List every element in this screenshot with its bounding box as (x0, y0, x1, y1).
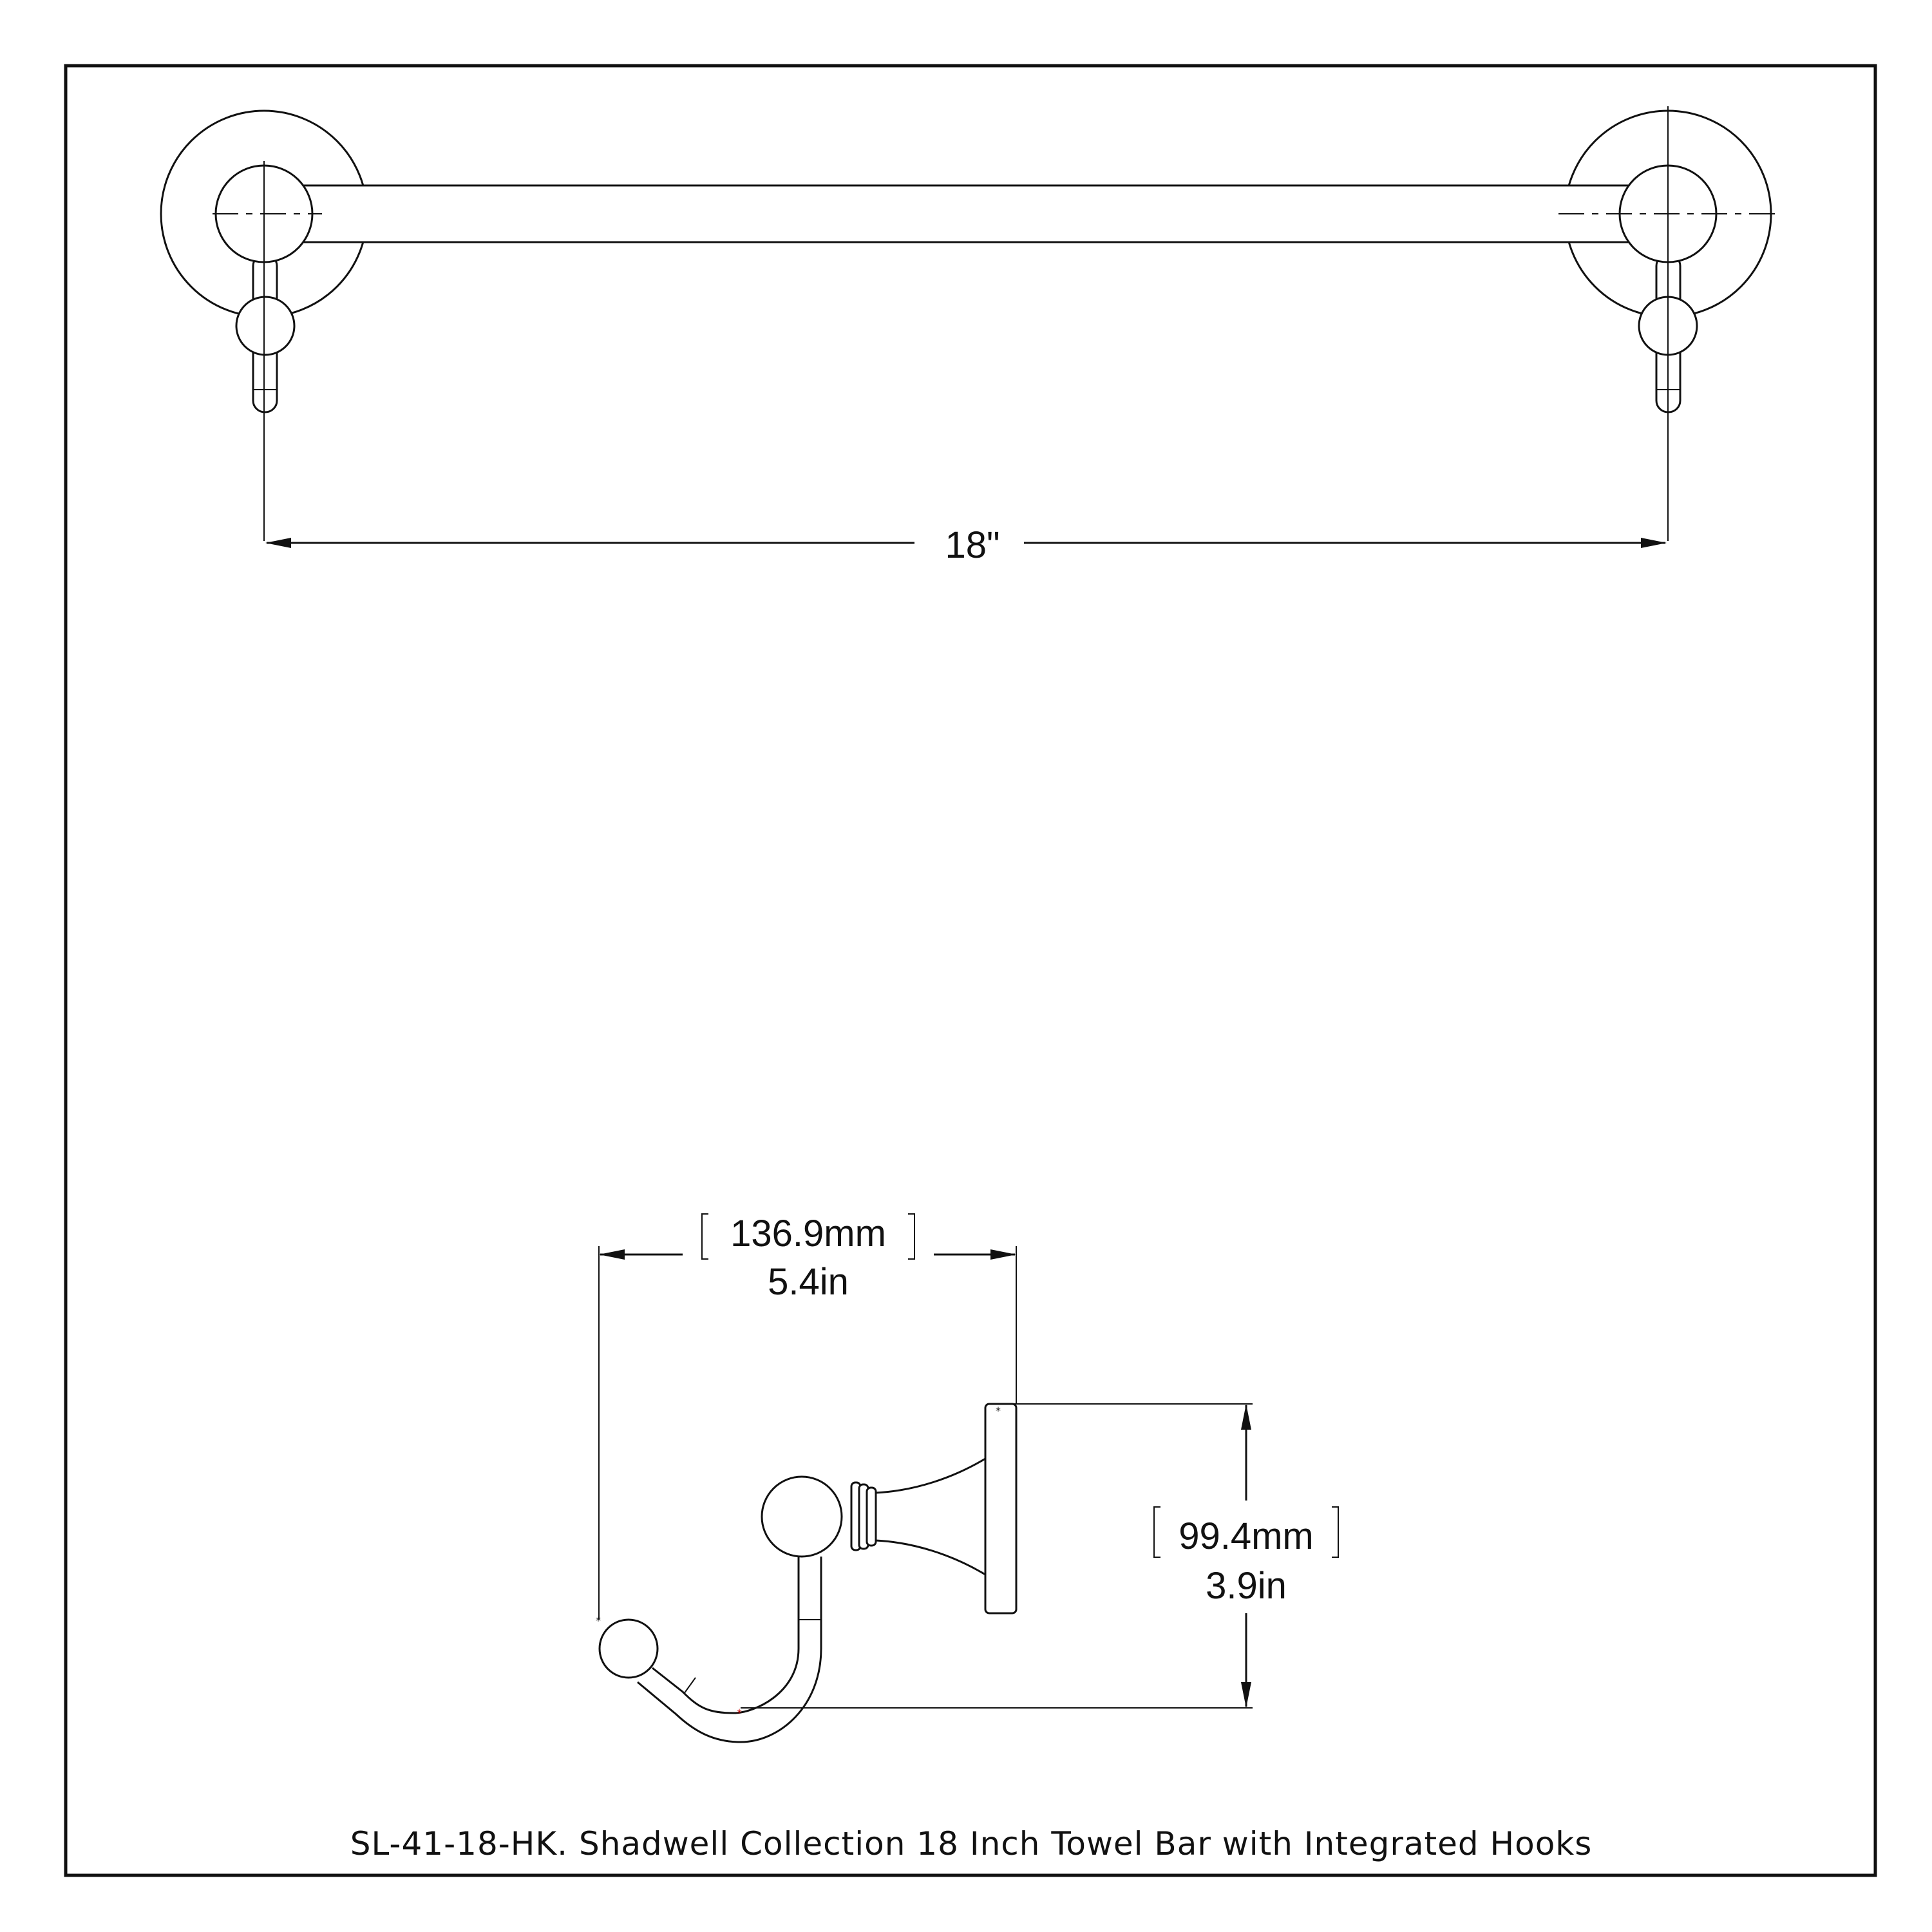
projection-label-mm: 136.9mm (730, 1213, 886, 1255)
side-view-hook-profile: * * * 136.9mm 5.4in 99.4mm 3.9in (596, 1213, 1339, 1743)
projection-dimension: 136.9mm 5.4in (598, 1213, 1017, 1620)
front-view-towel-bar: 18" (160, 106, 1777, 566)
hook-arm (652, 1557, 800, 1714)
height-label-mm: 99.4mm (1179, 1515, 1314, 1557)
overall-width-label: 18" (945, 524, 999, 566)
drawing-frame (64, 64, 1877, 1877)
flared-neck (875, 1457, 986, 1576)
height-dimension: 99.4mm 3.9in (741, 1403, 1339, 1709)
collar-rings (850, 1481, 877, 1551)
hook-ball-small (598, 1618, 659, 1679)
svg-text:*: * (596, 1615, 601, 1627)
centerlines (213, 106, 1777, 541)
height-label-in: 3.9in (1206, 1565, 1287, 1607)
towel-bar-tube (301, 184, 1631, 243)
svg-text:*: * (996, 1405, 1001, 1417)
projection-label-in: 5.4in (768, 1261, 849, 1303)
hook-ball-large (761, 1475, 843, 1558)
wall-plate (984, 1403, 1018, 1615)
overall-width-dimension: 18" (265, 524, 1667, 566)
red-reference-marker: * (737, 1707, 742, 1719)
left-integrated-hook (235, 253, 296, 413)
drawing-caption: SL-41-18-HK. Shadwell Collection 18 Inch… (350, 1825, 1593, 1862)
